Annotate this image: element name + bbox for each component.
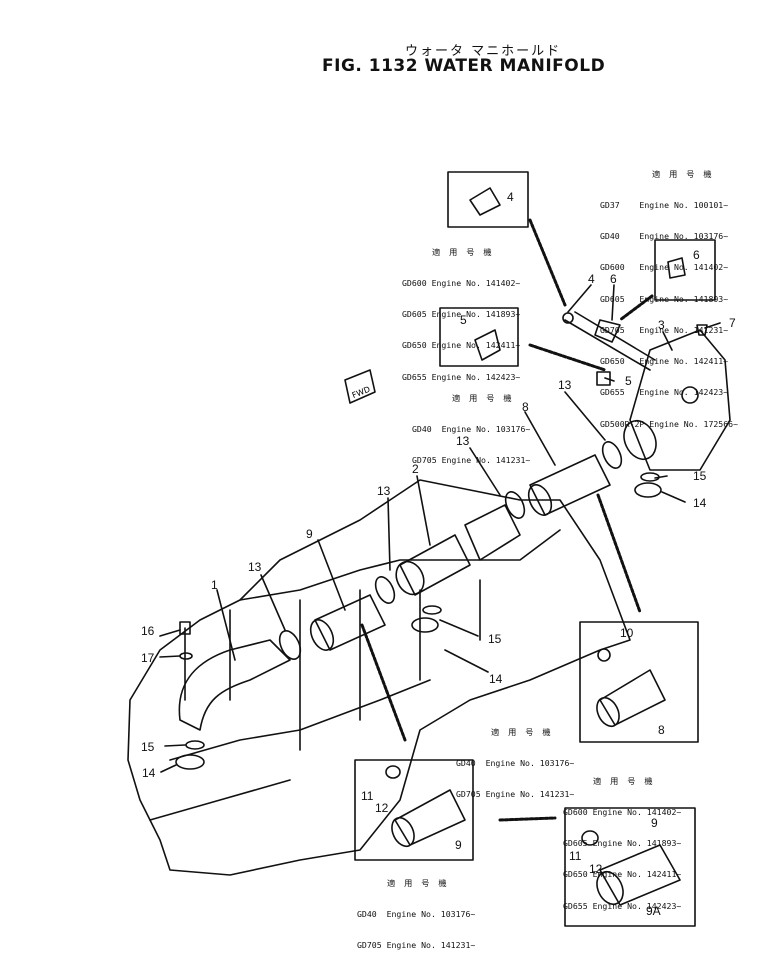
table-row: GD650 Engine No. 142411~ <box>600 356 729 367</box>
table-header: 適 用 号 機 <box>387 877 449 888</box>
callout-2: 2 <box>412 462 419 476</box>
callout-9: 9 <box>306 527 313 541</box>
table-row: GD705 Engine No. 141231~ <box>357 940 476 951</box>
callout-9A: 9A <box>646 904 661 918</box>
table-row: GD600 Engine No. 141402~ <box>600 262 729 273</box>
table-row: GD705 Engine No. 141231~ <box>600 324 729 335</box>
callout-9-detail: 9 <box>455 838 462 852</box>
table-part4: 適 用 号 機 GD600 Engine No. 141402~ GD605 E… <box>402 226 520 393</box>
table-row: GD655 Engine No. 142423~ <box>402 371 521 382</box>
table-part8: 適 用 号 機 GD40 Engine No. 103176~ GD705 En… <box>456 706 574 810</box>
table-row: GD655 Engine No. 142423~ <box>563 900 682 911</box>
housing-3 <box>629 329 731 471</box>
table-row: GD655 Engine No. 142423~ <box>600 387 729 398</box>
table-row: GD600 Engine No. 141402~ <box>402 278 521 289</box>
table-part9a: 適 用 号 機 GD600 Engine No. 141402~ GD605 E… <box>563 755 681 922</box>
table-row: GD600 Engine No. 141402~ <box>563 807 682 818</box>
table-row: GD40 Engine No. 103176~ <box>456 758 575 769</box>
table-header: 適 用 号 機 <box>593 775 655 786</box>
engine-block-outline <box>127 479 631 876</box>
detail-box-5 <box>439 307 519 367</box>
callout-13-d: 13 <box>558 378 572 392</box>
callout-8-detail: 8 <box>658 723 665 737</box>
callout-15-c: 15 <box>693 469 707 483</box>
detail-box-9 <box>354 759 474 861</box>
fwd-arrow <box>344 369 376 404</box>
pipe-1 <box>178 639 291 731</box>
detail-box-6 <box>654 239 716 301</box>
table-header: 適 用 号 機 <box>491 726 553 737</box>
table-row: GD500R-2P Engine No. 172566~ <box>600 418 739 429</box>
figure-title: FIG. 1132 WATER MANIFOLD <box>322 56 606 76</box>
callout-15-a: 15 <box>141 740 155 754</box>
table-row: GD605 Engine No. 141893~ <box>563 838 682 849</box>
callout-14-c: 14 <box>693 496 707 510</box>
callout-15-b: 15 <box>488 632 502 646</box>
callout-14-b: 14 <box>489 672 503 686</box>
callout-4-detail: 4 <box>507 190 514 204</box>
table-row: GD40 Engine No. 103176~ <box>357 909 476 920</box>
title-japanese: ウォータ マニホールド <box>405 44 562 59</box>
sleeve-9 <box>314 594 386 651</box>
callout-14-a: 14 <box>142 766 156 780</box>
table-part5: 適 用 号 機 GD40 Engine No. 103176~ GD705 En… <box>412 372 530 476</box>
table-top-right: 適 用 号 機 GD37 Engine No. 100101~ GD40 Eng… <box>600 148 738 439</box>
table-row: GD705 Engine No. 141231~ <box>456 789 575 800</box>
callout-16: 16 <box>141 624 155 638</box>
pipe-2 <box>399 534 471 596</box>
callout-6-detail: 6 <box>693 248 700 262</box>
callout-12: 12 <box>375 801 389 815</box>
callout-1: 1 <box>211 578 218 592</box>
table-row: GD40 Engine No. 103176~ <box>412 424 531 435</box>
table-header: 適 用 号 機 <box>652 168 714 179</box>
table-row: GD605 Engine No. 141893~ <box>402 309 521 320</box>
table-row: GD650 Engine No. 142411~ <box>563 869 682 880</box>
callout-11-b: 11 <box>569 849 582 863</box>
table-header: 適 用 号 機 <box>432 246 494 257</box>
callout-8: 8 <box>522 400 529 414</box>
callout-5: 5 <box>625 374 632 388</box>
callout-12-b: 12 <box>589 862 603 876</box>
callout-13-a: 13 <box>248 560 262 574</box>
table-row: GD650 Engine No. 142411~ <box>402 340 521 351</box>
callout-9-detail-b: 9 <box>651 816 658 830</box>
callout-4: 4 <box>588 272 595 286</box>
callout-10: 10 <box>620 626 634 640</box>
table-row: GD605 Engine No. 141893~ <box>600 293 729 304</box>
table-header: 適 用 号 機 <box>452 392 514 403</box>
callout-3: 3 <box>658 318 665 332</box>
table-row: GD40 Engine No. 103176~ <box>600 231 729 242</box>
callout-6: 6 <box>610 272 617 286</box>
callout-7: 7 <box>729 316 736 330</box>
callout-11: 11 <box>361 789 374 803</box>
detail-box-8 <box>579 621 699 743</box>
detail-box-4 <box>447 171 529 228</box>
callout-13-b: 13 <box>377 484 391 498</box>
callout-17: 17 <box>141 651 155 665</box>
sleeve-8 <box>529 454 611 516</box>
table-row: GD705 Engine No. 141231~ <box>412 455 531 466</box>
table-part9: 適 用 号 機 GD40 Engine No. 103176~ GD705 En… <box>357 857 475 961</box>
table-row: GD37 Engine No. 100101~ <box>600 200 729 211</box>
callout-5-detail: 5 <box>460 313 467 327</box>
detail-box-9a <box>564 807 696 927</box>
callout-13-c: 13 <box>456 434 470 448</box>
